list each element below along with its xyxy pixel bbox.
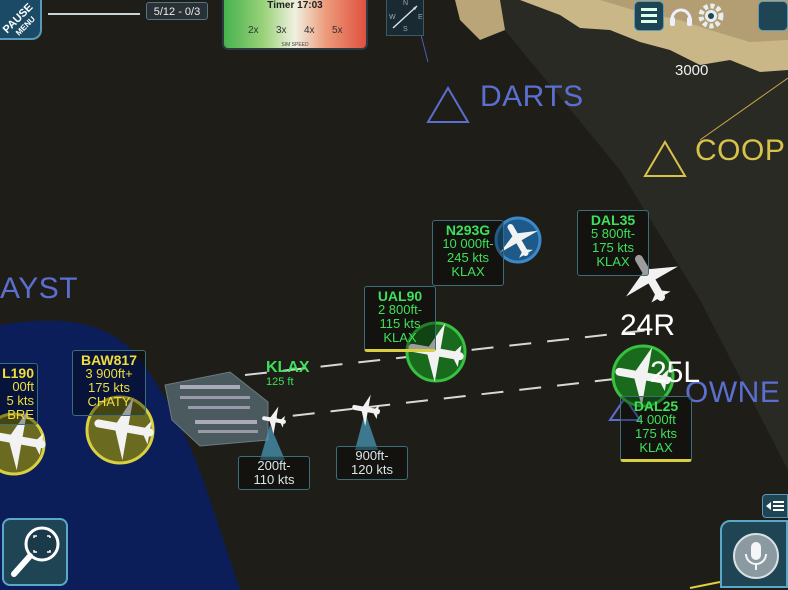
sector-line-3 [689,581,721,589]
checklist-button[interactable] [634,1,664,31]
plane-l190-icon[interactable] [0,406,51,475]
flight-destination: CHATY [87,394,131,409]
airport-label[interactable]: KLAX 125 ft [266,359,310,389]
flight-destination: KLAX [639,440,673,455]
speed-3x[interactable]: 3x [276,25,287,36]
flight-tag-dal25[interactable]: DAL25 4 000ft 175 kts KLAX [620,396,692,462]
waypoint-ayst: AYST [0,272,79,305]
headset-icon [670,8,692,26]
flight-speed: 175 kts [88,380,130,395]
runway-24r-label: 24R [620,309,676,342]
headset-button[interactable] [666,1,696,31]
flight-altitude: 10 000ft- [442,236,494,251]
progress-track [48,13,140,15]
waypoint-triangle-coop [643,140,687,177]
airport-name: KLAX [266,359,310,376]
waypoint-darts: DARTS [480,80,584,113]
compass-s: S [403,26,408,33]
settings-button[interactable] [696,1,726,31]
plane-departure-b-icon[interactable] [349,392,382,428]
flight-tag-departure-a[interactable]: 200ft- 110 kts [238,456,310,490]
trail-plane-b [355,412,378,450]
plane-dal25-icon[interactable] [610,342,676,411]
speed-4x[interactable]: 4x [304,25,315,36]
sector-line [699,77,788,141]
flight-destination: KLAX [451,264,485,279]
flight-altitude: 5 800ft- [590,226,636,241]
flight-tag-baw817[interactable]: BAW817 3 900ft+ 175 kts CHATY [72,350,146,416]
waypoint-triangle-darts [426,86,470,123]
flight-list-button[interactable] [762,494,788,518]
flight-tag-departure-b[interactable]: 900ft- 120 kts [336,446,408,480]
checklist-icon [641,8,657,23]
approach-line-25l [254,374,651,421]
flight-speed: 5 kts [6,393,34,408]
microphone-icon [733,533,779,579]
flight-callsign: DAL25 [633,398,679,414]
flight-callsign: L190 [2,365,34,381]
flight-speed: 115 kts [379,316,421,331]
plane-departure-a-icon[interactable] [260,404,288,436]
flight-tag-ual90[interactable]: UAL90 2 800ft- 115 kts KLAX [364,286,436,352]
flight-tag-n293g[interactable]: N293G 10 000ft- 245 kts KLAX [432,220,504,286]
compass-n: N [403,0,409,7]
gear-icon [698,3,724,29]
flight-speed: 175 kts [592,240,634,255]
flight-destination: KLAX [383,330,417,345]
waypoint-owne: OWNE [685,376,781,409]
speed-2x[interactable]: 2x [248,25,259,36]
compass-w: W [389,14,396,21]
flight-callsign: UAL90 [377,288,423,304]
score-counter: 5/12 - 0/3 [146,2,208,20]
flight-destination: KLAX [596,254,630,269]
flight-tag-l190[interactable]: L190 00ft 5 kts BRE [0,363,38,425]
blank-panel-button[interactable] [758,1,788,31]
speed-5x[interactable]: 5x [332,25,343,36]
sim-speed-panel[interactable]: Timer 17:03 2x 3x 4x 5x SIM SPEED [222,0,368,50]
flight-speed: 175 kts [635,426,677,441]
plane-ual90-icon[interactable] [403,318,469,387]
trail-plane-a [260,425,285,460]
airport-terminal [164,371,269,447]
list-icon [766,501,784,511]
airport-elevation: 125 ft [266,376,294,388]
flight-altitude: 3 900ft+ [85,366,133,381]
flight-speed: 245 kts [447,250,489,265]
flight-speed: 120 kts [351,462,393,477]
sim-speed-caption: SIM SPEED [281,42,309,48]
flight-altitude: 4 000ft [636,412,676,427]
flight-callsign: DAL35 [590,212,636,228]
flight-altitude: 900ft- [355,448,389,463]
flight-callsign: N293G [445,222,491,238]
mountain-peak-small [455,0,505,40]
plane-baw817-icon[interactable] [89,391,159,464]
flight-callsign: BAW817 [80,352,138,368]
flight-tag-dal35[interactable]: DAL35 5 800ft- 175 kts KLAX [577,210,649,276]
flight-destination: BRE [7,407,34,422]
flight-altitude: 00ft [12,379,34,394]
timer-label: Timer 17:03 [267,0,323,11]
flight-altitude: 2 800ft- [377,302,423,317]
zoom-button[interactable] [2,518,68,586]
magnifier-icon [11,526,60,577]
compass-e: E [418,14,423,21]
flight-speed: 110 kts [253,472,295,487]
terrain-band [480,0,788,470]
runway-25l-label: 25L [650,356,701,389]
terrain-elevation-label: 3000 [675,62,709,79]
compass-icon: N S E W [386,0,424,36]
microphone-button[interactable] [720,520,788,588]
waypoint-triangle-owne [608,396,642,421]
flight-altitude: 200ft- [257,458,291,473]
top-right-toolbar [634,0,788,32]
waypoint-coop: COOP [695,134,786,167]
